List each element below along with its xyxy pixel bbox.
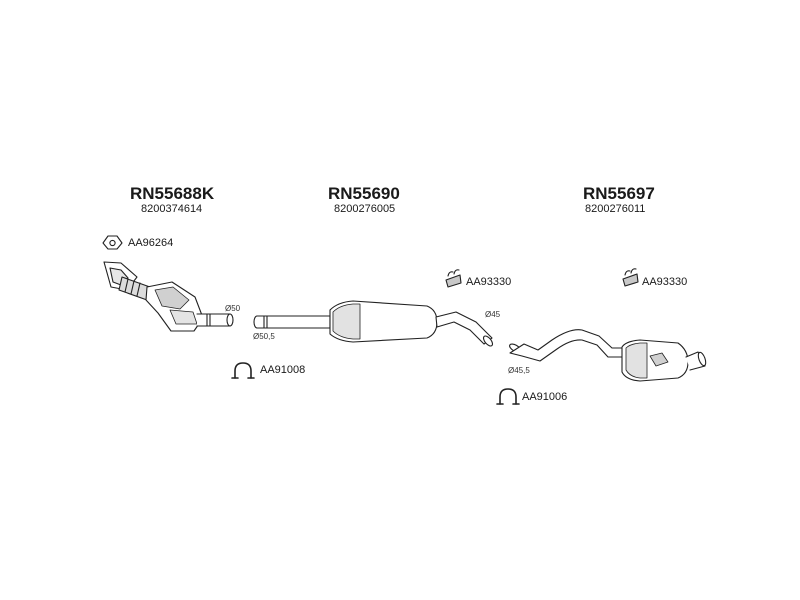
oem-number-middle: 8200276005 (334, 203, 396, 215)
accessory-label-aa96264: AA96264 (128, 237, 174, 249)
accessory-label-aa91008: AA91008 (260, 364, 306, 376)
oem-number-rear: 8200276011 (585, 203, 646, 215)
accessory-label-aa93330-middle: AA93330 (466, 276, 512, 288)
catalytic-converter-part (103, 261, 234, 332)
oem-number-front: 8200374614 (141, 203, 203, 215)
diameter-label-50: Ø50 (225, 304, 241, 313)
diameter-label-50-5: Ø50,5 (253, 332, 275, 341)
diameter-label-45-5: Ø45,5 (508, 366, 530, 375)
hanger-icon (445, 269, 462, 288)
diameter-label-45: Ø45 (485, 310, 501, 319)
part-code-rn55690: RN55690 (328, 184, 400, 203)
clamp-icon (496, 388, 520, 405)
accessory-label-aa91006: AA91006 (522, 391, 568, 403)
hanger-icon (622, 268, 639, 287)
triangle-gasket-icon (102, 235, 123, 250)
part-code-rn55697: RN55697 (583, 184, 655, 203)
clamp-icon (231, 362, 255, 379)
rear-silencer-part (509, 329, 707, 382)
part-code-rn55688k: RN55688K (130, 184, 215, 203)
middle-silencer-part (253, 300, 494, 347)
accessory-label-aa93330-rear: AA93330 (642, 276, 688, 288)
